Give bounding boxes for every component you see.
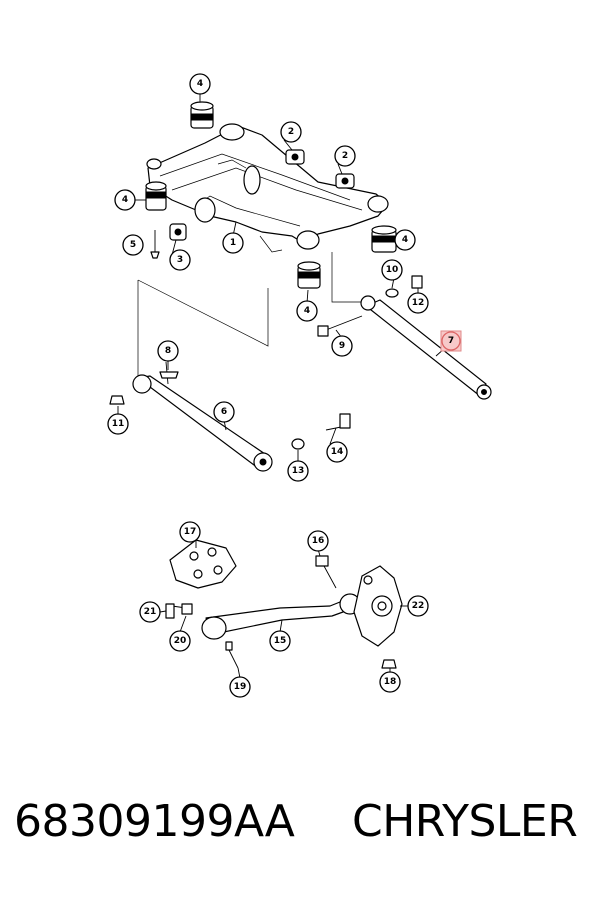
nut-18 — [381, 659, 397, 669]
callout-21[interactable]: 21 — [139, 601, 161, 623]
nut-11 — [109, 395, 125, 405]
nut-12 — [411, 275, 423, 289]
svg-text:12: 12 — [412, 298, 425, 308]
mount-2b — [335, 173, 355, 189]
knuckle-22 — [353, 565, 403, 647]
callout-7[interactable]: 7 — [440, 330, 462, 352]
callout-4-right[interactable]: 4 — [394, 229, 416, 251]
leader-box — [137, 252, 365, 378]
brand-name: CHRYSLER — [352, 796, 578, 847]
suspension-exploded-diagram: 4 2 2 4 1 5 3 4 4 10 12 9 — [107, 73, 492, 698]
callout-13[interactable]: 13 — [287, 460, 309, 482]
callout-16[interactable]: 16 — [307, 530, 329, 552]
bolt-16 — [315, 555, 337, 589]
bolt-21 — [165, 603, 187, 619]
callout-15[interactable]: 15 — [269, 630, 291, 652]
washer-10 — [385, 288, 399, 298]
mount-2a — [285, 149, 305, 165]
part-number: 68309199AA — [14, 796, 295, 847]
svg-text:13: 13 — [292, 466, 305, 476]
bracket-17 — [169, 539, 237, 589]
bolt-5 — [150, 230, 160, 259]
callout-2-right[interactable]: 2 — [334, 145, 356, 167]
bolt-19 — [225, 641, 239, 669]
arm-7 — [360, 295, 492, 400]
callout-3[interactable]: 3 — [169, 249, 191, 271]
callout-8[interactable]: 8 — [157, 340, 179, 362]
callout-9[interactable]: 9 — [331, 335, 353, 357]
svg-text:19: 19 — [234, 682, 247, 692]
bushing-top — [190, 101, 214, 129]
svg-text:6: 6 — [221, 407, 227, 417]
callout-22[interactable]: 22 — [407, 595, 429, 617]
callout-2-left[interactable]: 2 — [280, 121, 302, 143]
svg-text:2: 2 — [342, 151, 348, 161]
bolt-9 — [317, 315, 363, 337]
svg-text:15: 15 — [274, 636, 287, 646]
svg-text:1: 1 — [230, 238, 236, 248]
callout-4-bottom[interactable]: 4 — [296, 300, 318, 322]
svg-text:9: 9 — [339, 341, 345, 351]
callout-6[interactable]: 6 — [213, 401, 235, 423]
svg-text:4: 4 — [402, 235, 408, 245]
rear-crossmember — [146, 123, 389, 253]
callout-14[interactable]: 14 — [326, 441, 348, 463]
bushing-left — [145, 181, 167, 211]
svg-text:21: 21 — [144, 607, 157, 617]
svg-text:2: 2 — [288, 127, 294, 137]
arm-6 — [132, 374, 273, 472]
callout-1[interactable]: 1 — [222, 232, 244, 254]
svg-text:4: 4 — [122, 195, 128, 205]
svg-text:3: 3 — [177, 255, 183, 265]
callout-18[interactable]: 18 — [379, 671, 401, 693]
callout-19[interactable]: 19 — [229, 676, 251, 698]
bolt-14 — [325, 413, 351, 431]
bolt-8 — [159, 361, 179, 385]
bushing-3 — [169, 223, 187, 241]
svg-text:14: 14 — [331, 447, 344, 457]
svg-text:8: 8 — [165, 346, 171, 356]
callout-12[interactable]: 12 — [407, 292, 429, 314]
svg-text:10: 10 — [386, 265, 399, 275]
svg-text:4: 4 — [197, 79, 203, 89]
svg-text:22: 22 — [412, 601, 425, 611]
callout-4-left[interactable]: 4 — [114, 189, 136, 211]
callout-20[interactable]: 20 — [169, 630, 191, 652]
svg-text:17: 17 — [184, 527, 197, 537]
svg-text:7: 7 — [448, 336, 454, 346]
washer-13 — [291, 438, 305, 450]
bushing-bottom — [297, 261, 321, 289]
svg-text:16: 16 — [312, 536, 325, 546]
svg-text:18: 18 — [384, 677, 397, 687]
svg-text:20: 20 — [174, 636, 187, 646]
nut-20 — [181, 603, 193, 615]
bushing-right — [371, 225, 397, 253]
svg-text:5: 5 — [130, 240, 136, 250]
callout-17[interactable]: 17 — [179, 521, 201, 543]
callout-10[interactable]: 10 — [381, 259, 403, 281]
callout-5[interactable]: 5 — [122, 234, 144, 256]
svg-text:4: 4 — [304, 306, 310, 316]
caption-bar: 68309199AA CHRYSLER — [0, 796, 600, 866]
callout-11[interactable]: 11 — [107, 413, 129, 435]
svg-text:11: 11 — [112, 419, 125, 429]
callout-4-top[interactable]: 4 — [189, 73, 211, 95]
